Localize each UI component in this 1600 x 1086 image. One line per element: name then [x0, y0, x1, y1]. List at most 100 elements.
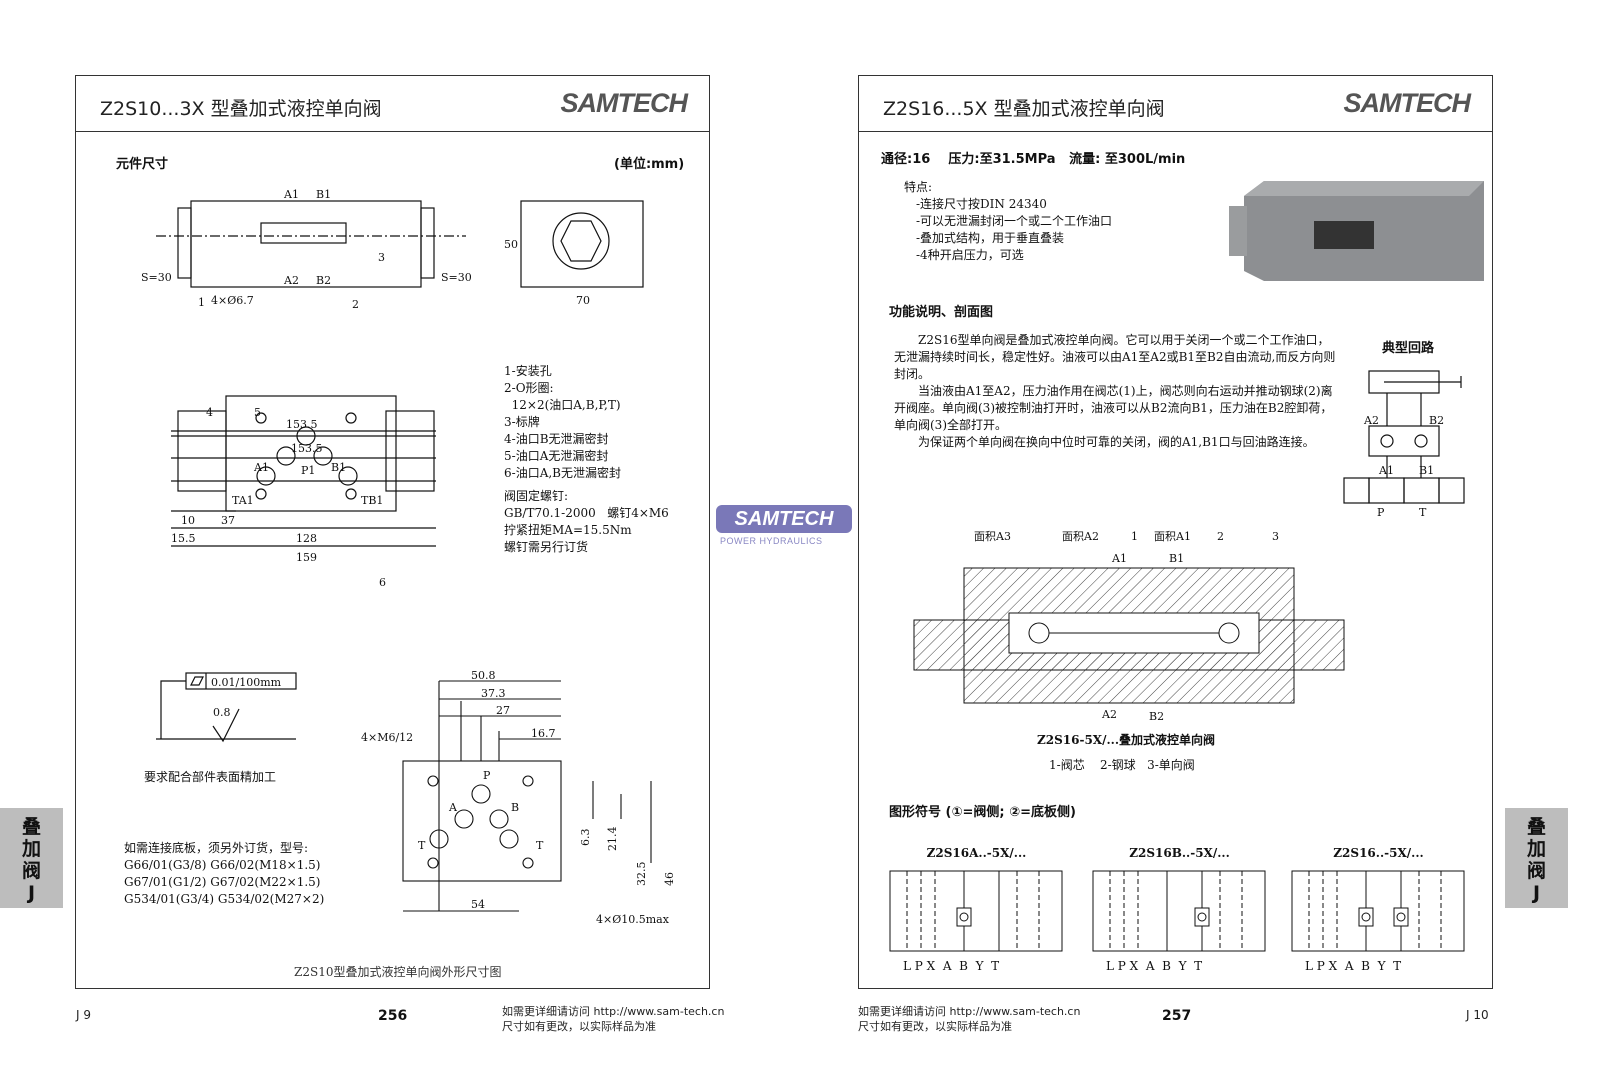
port-label: B1	[331, 461, 346, 474]
callout: 5	[254, 406, 261, 419]
symbol-name: Z2S16A..-5X/...	[926, 846, 1027, 860]
dimension-label: 70	[576, 294, 590, 307]
callout: 1	[1131, 530, 1138, 543]
symbol-b: Z2S16B..-5X/... L P X A B Y T	[1092, 846, 1267, 973]
footer-note: 尺寸如有更改，以实际样品为准	[502, 1020, 656, 1033]
unit-label: (单位:mm)	[614, 157, 685, 172]
feature-item: -连接尺寸按DIN 24340	[916, 197, 1047, 211]
dimension-label: 10	[181, 514, 195, 527]
port-label: B	[511, 801, 519, 814]
port-label: A	[448, 801, 458, 814]
screw-note: 拧紧扭矩MA=15.5Nm	[504, 523, 632, 537]
feature-item: -叠加式结构，用于垂直叠装	[916, 231, 1065, 245]
callout: 2	[352, 298, 359, 311]
page-code: J 10	[1466, 1008, 1489, 1022]
description-paragraph: 当油液由A1至A2，压力油作用在阀芯(1)上，阀芯则向右运动并推动钢球(2)离开…	[894, 384, 1333, 432]
cross-section-drawing: 面积A3 面积A2 面积A1 1 2 3 A1 B1 A2 B2	[913, 530, 1345, 723]
roughness-value: 0.8	[213, 706, 231, 719]
subplate-line: G66/01(G3/8) G66/02(M18×1.5)	[124, 858, 321, 872]
port-label: A2	[283, 274, 299, 287]
tab-char: 加	[21, 838, 41, 860]
features: 特点: -连接尺寸按DIN 24340 -可以无泄漏封闭一个或二个工作油口 -叠…	[904, 179, 1112, 264]
samtech-logo: SAMTECH	[560, 88, 688, 118]
port-label: B1	[1169, 552, 1184, 565]
subplate-line: G534/01(G3/4) G534/02(M27×2)	[124, 892, 325, 906]
tab-char: 阀	[21, 860, 41, 882]
spec-line: 通径:16 压力:至31.5MPa 流量: 至300L/min	[881, 152, 1186, 167]
footer-url: 如需更详细请访问 http://www.sam-tech.cn	[502, 1005, 725, 1018]
dimension-label: 15.5	[171, 532, 196, 545]
tab-char: 加	[1526, 838, 1546, 860]
dimension-label: S=30	[141, 271, 172, 284]
port-label: T	[536, 839, 544, 852]
legend-item: 6-油口A,B无泄漏密封	[504, 466, 621, 480]
port-label: TA1	[232, 494, 254, 507]
screw-note: 阀固定螺钉:	[504, 489, 569, 503]
tab-char: J	[1532, 882, 1541, 904]
legend-item: 4-油口B无泄漏密封	[504, 432, 609, 446]
area-label: 面积A1	[1154, 530, 1191, 543]
symbol-ab: Z2S16..-5X/... L P X A B Y T	[1291, 846, 1466, 973]
description-paragraph: Z2S16型单向阀是叠加式液控单向阀。它可以用于关闭一个或二个工作油口，无泄漏持…	[894, 333, 1336, 381]
section-caption: Z2S16-5X/...叠加式液控单向阀	[1037, 733, 1216, 747]
subplate-line: 如需连接底板，须另外订货，型号:	[124, 841, 309, 855]
port-label: A2	[1363, 414, 1379, 427]
port-label: A2	[1101, 708, 1117, 721]
port-label: B1	[316, 188, 331, 201]
port-label: P	[1377, 506, 1385, 519]
symbol-row: Z2S16A..-5X/... L P X A B Y T Z2S16B..-5…	[889, 846, 1479, 976]
dimension-drawing-top: A1 B1 A2 B2 S=30 S=30 4×Ø6.7 1 2 3 50 70…	[141, 188, 644, 589]
tab-char: J	[27, 882, 36, 904]
dimension-label: 16.7	[531, 727, 556, 740]
dimension-label: 4×Ø6.7	[211, 294, 254, 307]
right-page: Z2S16...5X 型叠加式液控单向阀 SAMTECH 通径:16 压力:至3…	[858, 75, 1493, 989]
features-title: 特点:	[904, 180, 933, 194]
symbol-name: Z2S16B..-5X/...	[1129, 846, 1230, 860]
dimension-label: 50.8	[471, 671, 496, 682]
footer-url: 如需更详细请访问 http://www.sam-tech.cn	[858, 1005, 1081, 1018]
feature-item: -4种开启压力，可选	[916, 248, 1024, 262]
legend-item: 1-安装孔	[504, 364, 552, 378]
area-label: 面积A2	[1062, 530, 1099, 543]
dimension-label: 21.4	[606, 827, 619, 852]
left-header: Z2S10...3X 型叠加式液控单向阀 SAMTECH	[76, 76, 709, 132]
port-label: TB1	[361, 494, 383, 507]
surface-finish-symbol: 0.01/100mm 0.8	[156, 672, 297, 743]
dimension-label: 159	[296, 551, 317, 564]
port-row: L P X A B Y T	[1106, 959, 1203, 973]
tab-char: 叠	[1526, 816, 1546, 838]
port-label: B2	[1429, 414, 1444, 427]
parts-legend: 1-安装孔 2-O形圈: 12×2(油口A,B,P,T) 3-标牌 4-油口B无…	[504, 363, 669, 556]
logo-text: SAMTECH	[716, 505, 852, 533]
function-description: Z2S16型单向阀是叠加式液控单向阀。它可以用于关闭一个或二个工作油口，无泄漏持…	[894, 332, 1336, 451]
port-label: A1	[253, 461, 269, 474]
symbol-a: Z2S16A..-5X/... L P X A B Y T	[889, 846, 1064, 973]
samtech-logo: SAMTECH	[1343, 88, 1471, 118]
center-logo-watermark: SAMTECH POWER HYDRAULICS	[716, 505, 852, 553]
legend-item: 2-O形圈:	[504, 381, 554, 395]
footer-note: 尺寸如有更改，以实际样品为准	[858, 1020, 1012, 1033]
port-label: T	[418, 839, 426, 852]
port-label: P	[483, 769, 491, 782]
screw-note: 螺钉需另行订货	[504, 540, 589, 554]
dimension-label: 32.5	[635, 862, 648, 887]
port-label: B1	[1419, 464, 1434, 477]
tab-char: 叠	[21, 816, 41, 838]
function-title: 功能说明、剖面图	[889, 305, 994, 320]
area-label: 面积A3	[974, 530, 1011, 543]
callout: 2	[1217, 530, 1224, 543]
port-label: P1	[301, 464, 315, 477]
page-title: Z2S10...3X 型叠加式液控单向阀	[100, 98, 382, 120]
page-number: 256	[378, 1008, 408, 1024]
section-title: 元件尺寸	[116, 157, 169, 172]
dimension-label: 153.5	[286, 418, 318, 431]
typical-circuit-diagram: A2 B2 A1 B1 P T	[1343, 370, 1465, 519]
subplate-line: G67/01(G1/2) G67/02(M22×1.5)	[124, 875, 321, 889]
port-label: A1	[1378, 464, 1394, 477]
port-label: T	[1419, 506, 1427, 519]
dimension-label: 4×M6/12	[361, 731, 413, 744]
symbols-title: 图形符号 (①=阀侧; ②=底板侧)	[889, 805, 1076, 820]
port-label: B2	[1149, 710, 1164, 723]
legend-item: 3-标牌	[504, 415, 540, 429]
legend-item: 12×2(油口A,B,P,T)	[504, 398, 621, 412]
